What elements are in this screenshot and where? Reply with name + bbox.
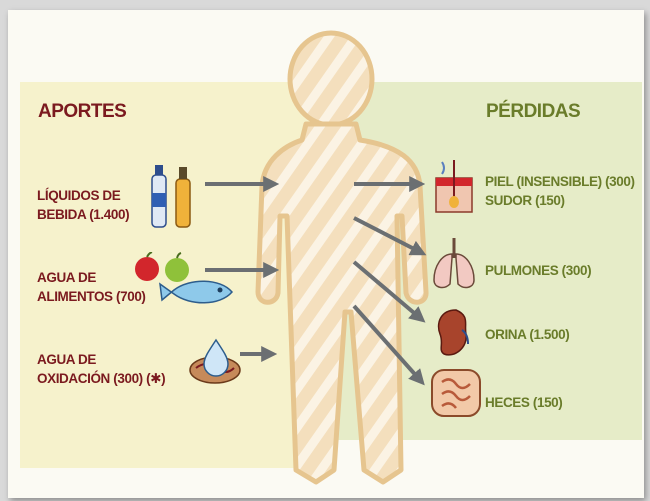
arrow-heces: [354, 306, 420, 380]
intestine-icon: [428, 366, 484, 422]
arrow-pulmones: [354, 218, 420, 252]
arrow-orina: [354, 262, 420, 318]
lungs-icon: [430, 236, 478, 292]
bottles-icon: [146, 161, 198, 233]
skin-icon: [432, 158, 476, 216]
food-icon: [132, 252, 240, 322]
kidney-icon: [434, 306, 474, 356]
oxidation-icon: [186, 336, 244, 386]
